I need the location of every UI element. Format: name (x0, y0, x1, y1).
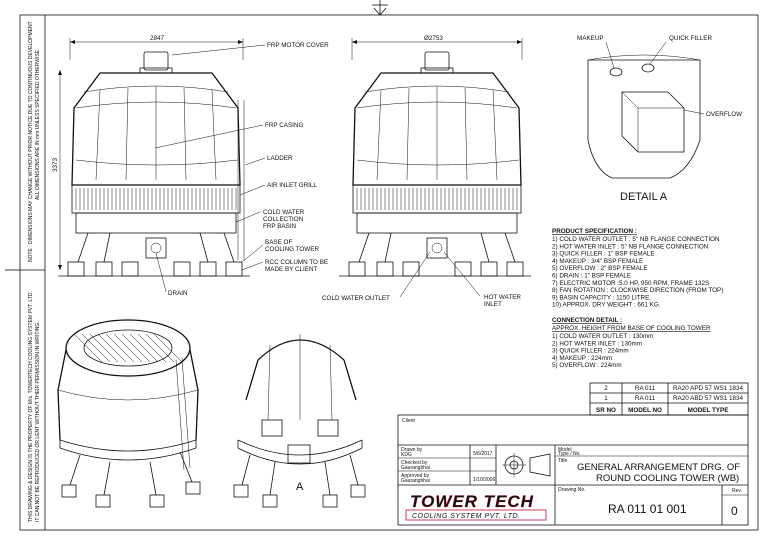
side-note-4: IT CAN NOT BE REPRODUCED OR LENT WITHOUT… (35, 321, 41, 522)
title-line-1: GENERAL ARRANGEMENT DRG. OF (577, 462, 740, 473)
title-line-2: ROUND COOLING TOWER (WB) (596, 473, 739, 484)
logo-sub-text: COOLING SYSTEM PVT. LTD. (412, 513, 520, 520)
callout-air-inlet-grill: AIR INLET GRILL (267, 182, 317, 189)
spec-line: 7) ELECTRIC MOTOR :5.0 HP, 950 RPM, FRAM… (552, 280, 709, 287)
table-cell: MODEL NO (628, 407, 662, 414)
client-label: Client (402, 418, 415, 424)
spec-line: 3) QUICK FILLER : 224mm (552, 348, 629, 355)
title-block: Client Drawn by KDG 5/6/2017 Checked by … (397, 414, 749, 526)
spec-line: 10) APPROX. DRY WEIGHT : 661 KG. (552, 302, 661, 309)
iso-label-a: A (296, 481, 304, 493)
drawn-date: 5/6/2017 (473, 451, 493, 457)
spec-line: 5) OVERFLOW : 2" BSP FEMALE (552, 265, 648, 272)
checked-by-value: Gaurangbhai (401, 465, 430, 471)
callout-cold-water-1: COLD WATER (263, 209, 305, 216)
overflow-box (621, 91, 685, 153)
side-note-2: ALL DIMENSIONS ARE IN mm UNLESS SPECIFIE… (35, 48, 41, 200)
rev-label: Rev. (732, 488, 742, 494)
spec-line: 1) COLD WATER OUTLET : 5" NB FLANGE CONN… (552, 236, 720, 243)
product-specification: PRODUCT SPECIFICATION : 1) COLD WATER OU… (552, 228, 723, 309)
spec-line: 3) QUICK FILLER : 1" BSP FEMALE (552, 251, 655, 258)
drain-outlet-front (145, 237, 167, 259)
callout-frp-motor-cover: FRP MOTOR COVER (267, 42, 329, 49)
side-note-1: NOTE : DIMENSIONS MAY CHANGE WITHOUT PRI… (28, 21, 34, 262)
callout-rcc-2: MADE BY CLIENT (265, 266, 318, 273)
spec-line: 4) MAKEUP : 3/4" BSP FEMALE (552, 258, 643, 265)
product-spec-heading: PRODUCT SPECIFICATION : (552, 228, 637, 235)
title-label: Title (558, 458, 567, 464)
approved-by-value: Gaurangbhai (401, 478, 430, 484)
table-cell: RA 011 (635, 385, 656, 392)
logo-main-text: TOWER TECH (410, 492, 534, 511)
callout-cold-water-3: FRP BASIN (263, 223, 297, 230)
spec-line: 8) FAN ROTATION : CLOCKWISE DIRECTION (F… (552, 287, 723, 294)
table-cell: SR NO (596, 407, 616, 414)
height-dimension: 3373 (52, 157, 59, 172)
detail-a-title: DETAIL A (620, 191, 668, 203)
checked-by-label: Checked by (401, 460, 428, 466)
callout-hot-water-inlet-1: HOT WATER (484, 294, 521, 301)
callout-frp-casing: FRP CASING (265, 122, 303, 129)
company-logo: TOWER TECH COOLING SYSTEM PVT. LTD. (405, 492, 547, 521)
quick-filler-port (641, 63, 655, 73)
connection-detail-subheading: APPROX. HEIGHT FROM BASE OF COOLING TOWE… (552, 325, 711, 332)
callout-quick-filler: QUICK FILLER (669, 35, 712, 42)
table-cell: MODEL TYPE (688, 407, 729, 414)
drawing-number: RA 011 01 001 (608, 502, 687, 516)
callout-makeup: MAKEUP (577, 35, 604, 42)
drawn-by-value: KDG (401, 452, 412, 458)
callout-rcc-1: RCC COLUMN TO BE (265, 259, 328, 266)
isometric-view-right: A (233, 334, 366, 508)
type-label: Type / No. (558, 451, 581, 457)
top-center-mark (372, 0, 388, 16)
spec-line: 9) BASIN CAPACITY : 1150 LITRE. (552, 294, 651, 301)
callout-cold-water-outlet: COLD WATER OUTLET (322, 295, 390, 302)
callout-ladder: LADDER (267, 155, 293, 162)
callout-overflow: OVERFLOW (706, 111, 742, 118)
side-note-3: THIS DRAWING & DESIGN IS THE PROPERTY OF… (28, 291, 34, 522)
spec-line: 2) HOT WATER INLET : 130mm (552, 340, 642, 347)
spec-line: 5) OVERFLOW : 224mm (552, 362, 622, 369)
connection-detail-heading: CONNECTION DETAIL : (552, 317, 622, 324)
table-cell: 2 (604, 385, 608, 392)
callout-base-2: COOLING TOWER (265, 246, 319, 253)
callout-base-1: BASE OF (265, 239, 292, 246)
diameter-dimension: Ø2753 (424, 35, 443, 42)
table-cell: 1 (604, 395, 608, 402)
approved-date: 1/10/2006 (473, 477, 495, 483)
table-cell: RA20 APD 57 WS1 1834 (673, 385, 744, 392)
callout-hot-water-inlet-2: INLET (484, 301, 502, 308)
drawn-by-label: Drawn by (401, 447, 423, 453)
table-cell: RA 011 (635, 395, 656, 402)
table-cell: RA20 ABD 57 WS1 1834 (673, 395, 744, 402)
connection-detail: CONNECTION DETAIL : APPROX. HEIGHT FROM … (552, 317, 711, 369)
spec-line: 2) HOT WATER INLET : 5" NB FLANGE CONNEC… (552, 243, 709, 250)
spec-line: 1) COLD WATER OUTLET : 130mm (552, 333, 653, 340)
callout-cold-water-2: COLLECTION (263, 216, 304, 223)
motor-cover (143, 51, 169, 71)
front-callouts: FRP MOTOR COVER FRP CASING LADDER AIR IN… (154, 42, 329, 297)
spec-line: 6) DRAIN : 1" BSP FEMALE (552, 273, 631, 280)
drawing-no-label: Drawing No. (558, 487, 586, 493)
front-view: 2847 3373 (52, 35, 250, 277)
width-dimension: 2847 (150, 35, 165, 42)
model-label: Model (558, 447, 572, 453)
spec-line: 4) MAKEUP : 224mm (552, 355, 612, 362)
rev-value: 0 (731, 504, 738, 518)
approved-by-label: Approved by (401, 473, 430, 479)
detail-a-view: MAKEUP QUICK FILLER OVERFLOW DETAIL A (577, 35, 742, 203)
basin-front (75, 212, 237, 234)
projection-symbol (502, 453, 551, 477)
side-view: Ø2753 (339, 35, 531, 277)
drawing-border (19, 14, 759, 531)
side-callouts: COLD WATER OUTLET HOT WATER INLET (322, 251, 521, 308)
makeup-port (609, 67, 623, 77)
callout-drain: DRAIN (168, 290, 188, 297)
isometric-view-left (57, 319, 201, 508)
